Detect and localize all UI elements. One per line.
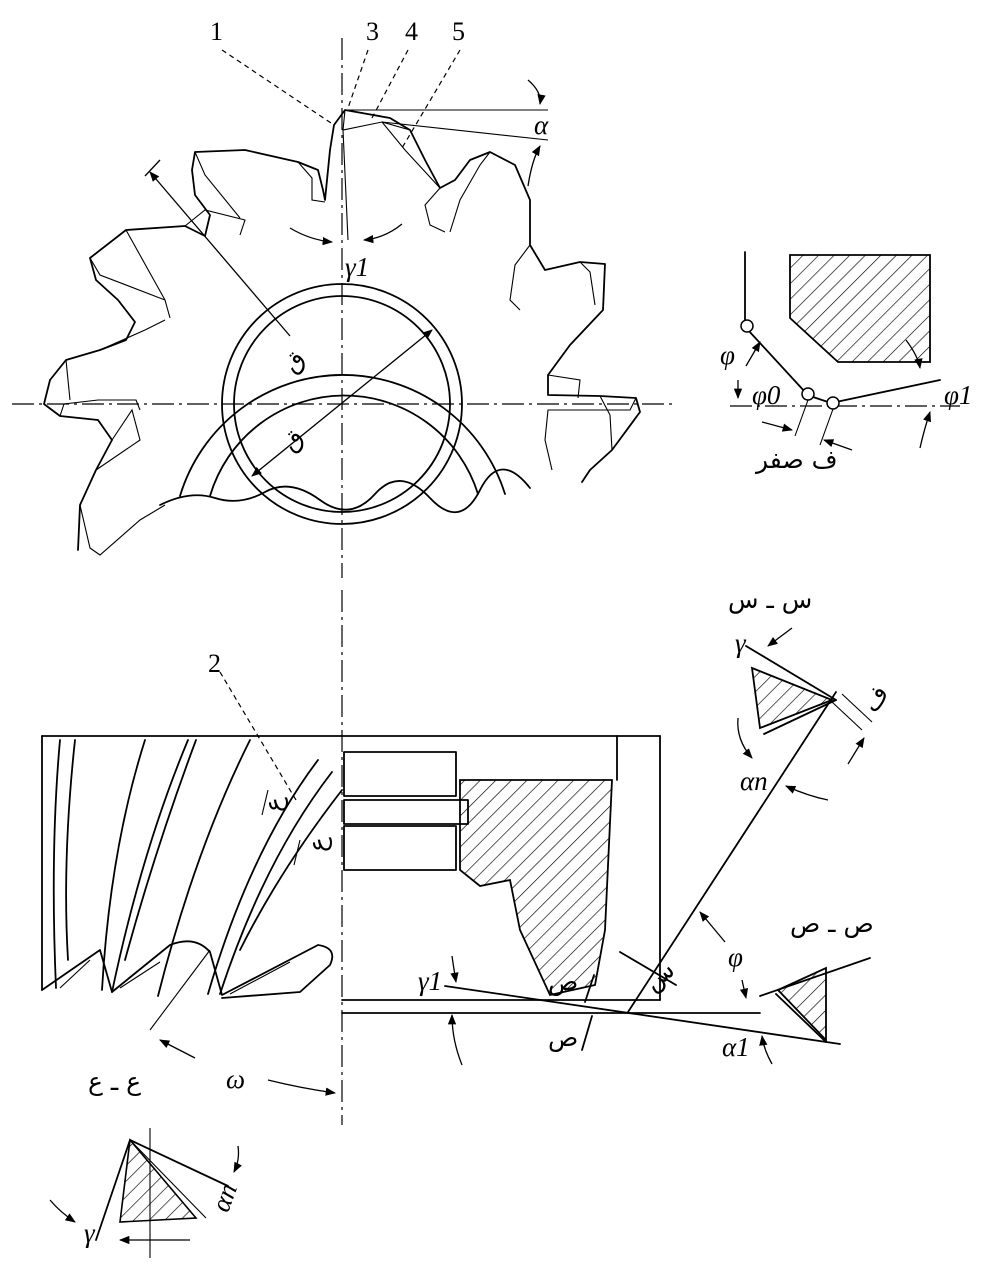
diameter-arrow-inner (251, 329, 433, 477)
bore-circle-outer (221, 283, 463, 525)
mark-p-top: ص (548, 967, 578, 996)
diameter-arrow-outer (149, 171, 291, 337)
angle-gamma-ss: γ (735, 628, 747, 658)
angle-gamma1-side: γ1 (418, 966, 442, 996)
corner-detail (730, 251, 960, 451)
callout-leader-2 (219, 671, 297, 801)
cutter-end-view (12, 38, 672, 578)
bore-circle-inner (233, 295, 451, 513)
angle-phi-detail: φ (720, 340, 735, 370)
callout-4: 4 (405, 17, 418, 46)
callout-leader-3 (347, 49, 369, 109)
ss-hatched (750, 666, 835, 730)
f-zero-label: ف صفر (754, 445, 838, 474)
labels: 1 3 4 5 2 α γ1 ق ق φ φ0 φ1 ف صفر س ـ س γ… (84, 17, 972, 1248)
ee-hatched (119, 1138, 198, 1223)
angle-omega: ω (226, 1064, 245, 1094)
angle-alpha: α (534, 110, 549, 140)
callout-1: 1 (210, 17, 223, 46)
angle-gamma1-top: γ1 (345, 252, 369, 282)
angle-alpha1-side: α1 (722, 1032, 750, 1062)
angle-phi1-detail: φ1 (944, 380, 972, 410)
diameter-label-outer: ق (275, 423, 309, 457)
section-ee-label: ع ـ ع (88, 1067, 141, 1096)
angle-alpha-n-bottom: αn (205, 1179, 243, 1215)
callout-leader-1 (221, 49, 335, 126)
section-s-s (737, 627, 873, 801)
mark-e1: ع (259, 797, 288, 812)
callout-3: 3 (366, 17, 379, 46)
tooth-profile (43, 109, 641, 551)
section-p-p (739, 957, 871, 1065)
mark-e2: ع (303, 837, 332, 852)
cutter-side-view (41, 590, 841, 1125)
angle-phi0-detail: φ0 (752, 380, 781, 410)
break-line (159, 468, 531, 514)
callout-5: 5 (452, 17, 465, 46)
side-section-hatched (459, 779, 613, 997)
callout-leader-4 (371, 49, 409, 119)
angle-alpha-n-ss: αn (740, 766, 768, 796)
callout-leader-5 (401, 49, 461, 149)
mark-p-bottom: ص (548, 1023, 578, 1052)
tooth-section-hatched (789, 254, 931, 363)
mark-s: س (638, 955, 680, 997)
callout-2: 2 (208, 649, 221, 678)
angle-phi-side: φ (728, 942, 743, 972)
section-ss-label: س ـ س (728, 585, 812, 614)
section-pp-label: ص ـ ص (790, 909, 874, 938)
section-e-e (49, 1128, 242, 1258)
angle-gamma-bottom: γ (84, 1218, 96, 1248)
diameter-label-inner: ق (277, 344, 311, 378)
